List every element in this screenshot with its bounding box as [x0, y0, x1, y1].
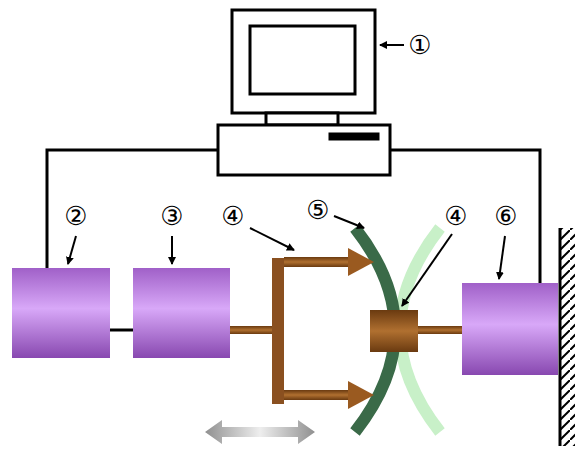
device-box [462, 283, 558, 375]
device-box [133, 268, 230, 358]
fork-probe [230, 248, 374, 409]
callout-number: ⑥ [494, 203, 517, 229]
computer [218, 10, 390, 175]
device-box [12, 268, 110, 358]
callout-number: ① [408, 32, 431, 58]
leader-line [68, 45, 505, 306]
callout-number: ④ [221, 203, 244, 229]
wall [559, 228, 562, 446]
wall-hatch [561, 228, 575, 446]
callout-number: ⑤ [306, 197, 329, 223]
motion-arrow [205, 420, 315, 444]
contact-block [370, 310, 462, 352]
callout-number: ② [64, 203, 87, 229]
callout-number: ③ [160, 203, 183, 229]
callout-number: ④ [444, 203, 467, 229]
